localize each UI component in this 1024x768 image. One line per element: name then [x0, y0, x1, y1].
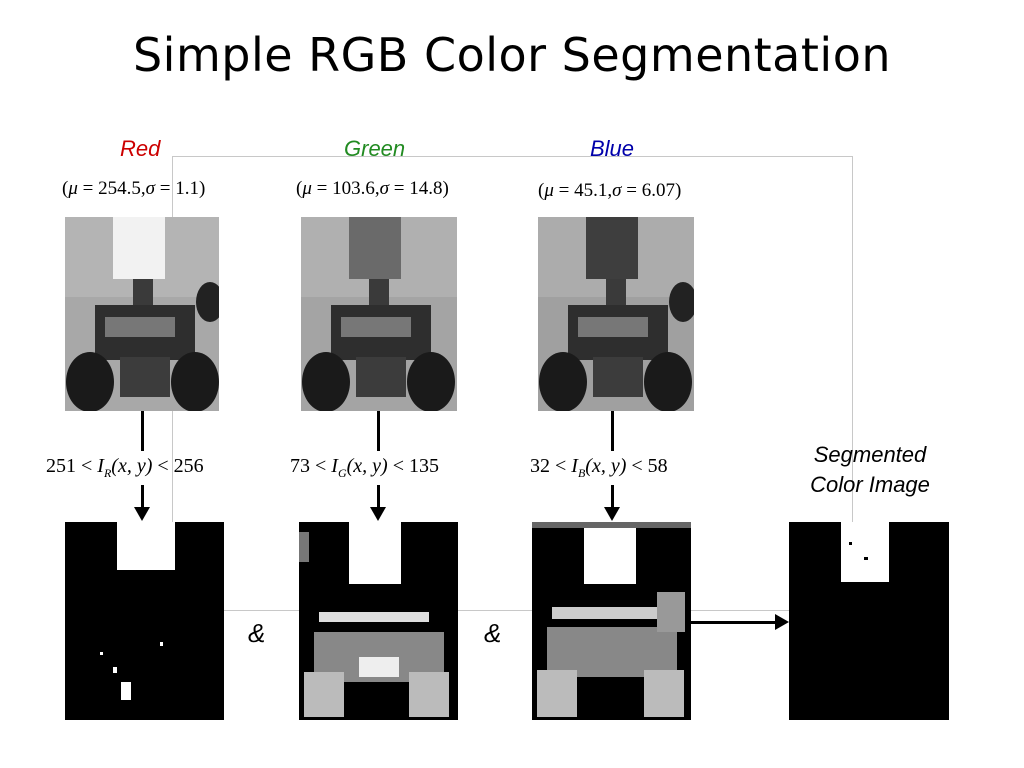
arrow-shaft-red-lower	[141, 485, 144, 509]
arrow-shaft-green-lower	[377, 485, 380, 509]
threshold-red: 251 < IR(x, y) < 256	[46, 455, 204, 480]
frame-line-top	[172, 156, 853, 157]
robot-picture-blue	[538, 217, 694, 411]
arrow-shaft-blue	[611, 411, 614, 451]
robot-image-red-channel	[65, 217, 219, 411]
frame-line-right	[852, 156, 853, 522]
segmented-image-label: Segmented Color Image	[780, 440, 960, 500]
threshold-blue: 32 < IB(x, y) < 58	[530, 455, 668, 480]
sigma-value-green: 14.8	[409, 178, 443, 199]
channel-subscript-blue: B	[577, 466, 586, 480]
result-arrow-shaft	[691, 621, 777, 624]
robot-image-green-channel	[301, 217, 457, 411]
stats-blue: (μ = 45.1,σ = 6.07)	[538, 180, 682, 201]
threshold-low-red: 251	[46, 455, 76, 477]
mu-value-blue: 45.1	[574, 180, 608, 201]
threshold-green: 73 < IG(x, y) < 135	[290, 455, 439, 480]
threshold-low-green: 73	[290, 455, 310, 477]
arrow-shaft-green	[377, 411, 380, 451]
mask-picture-red	[65, 522, 224, 720]
segmented-label-line1: Segmented	[813, 442, 927, 467]
channel-label-blue: Blue	[590, 136, 635, 161]
binary-mask-red	[65, 522, 224, 720]
result-arrow-head	[775, 614, 789, 630]
xy-args: (x, y)	[346, 455, 388, 477]
sigma-symbol: σ	[379, 178, 389, 199]
channel-subscript-green: G	[337, 466, 347, 480]
stats-red: (μ = 254.5,σ = 1.1)	[62, 178, 206, 199]
segmented-color-image	[789, 522, 949, 720]
channel-label-green: Green	[344, 136, 406, 161]
sigma-symbol: σ	[612, 180, 622, 201]
arrow-head-red	[134, 507, 150, 521]
sigma-value-red: 1.1	[175, 178, 199, 199]
xy-args: (x, y)	[111, 455, 153, 477]
robot-image-blue-channel	[538, 217, 694, 411]
intensity-symbol: I	[571, 455, 578, 477]
threshold-low-blue: 32	[530, 455, 550, 477]
mu-symbol: μ	[68, 178, 78, 199]
arrow-shaft-red	[141, 411, 144, 451]
mu-value-green: 103.6	[332, 178, 375, 199]
robot-picture-red	[65, 217, 219, 411]
sigma-value-blue: 6.07	[641, 180, 675, 201]
binary-mask-green	[299, 522, 458, 720]
sigma-symbol: σ	[145, 178, 155, 199]
channel-subscript-red: R	[103, 466, 112, 480]
segmented-label-line2: Color Image	[810, 472, 930, 497]
binary-mask-blue	[532, 522, 691, 720]
and-operator-1: &	[248, 618, 266, 648]
segmented-picture	[789, 522, 949, 720]
frame-line-bottom	[224, 610, 790, 611]
arrow-head-blue	[604, 507, 620, 521]
arrow-shaft-blue-lower	[611, 485, 614, 509]
mask-picture-blue	[532, 522, 691, 720]
threshold-high-red: 256	[173, 455, 204, 477]
arrow-head-green	[370, 507, 386, 521]
threshold-high-blue: 58	[647, 455, 668, 477]
mu-symbol: μ	[544, 180, 554, 201]
stats-green: (μ = 103.6,σ = 14.8)	[296, 178, 449, 199]
mask-picture-green	[299, 522, 458, 720]
mu-symbol: μ	[302, 178, 312, 199]
xy-args: (x, y)	[585, 455, 627, 477]
intensity-symbol: I	[97, 455, 104, 477]
slide-title: Simple RGB Color Segmentation	[132, 28, 891, 82]
mu-value-red: 254.5	[98, 178, 141, 199]
threshold-high-green: 135	[408, 455, 439, 477]
channel-label-red: Red	[120, 136, 161, 161]
robot-picture-green	[301, 217, 457, 411]
intensity-symbol: I	[331, 455, 338, 477]
and-operator-2: &	[484, 618, 502, 648]
